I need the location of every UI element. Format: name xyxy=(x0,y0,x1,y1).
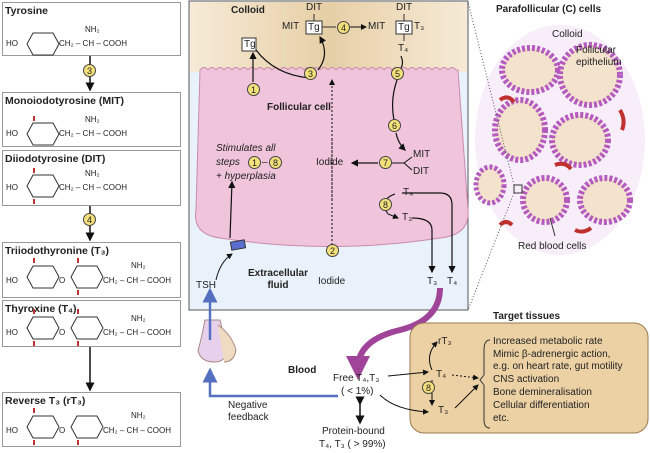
blood-label: Blood xyxy=(288,365,317,376)
compound-dit: Diiodotyrosine (DIT) HO NH₂ CH₂ – CH – C… xyxy=(2,150,181,206)
follicular-cell-label: Follicular cell xyxy=(267,102,331,113)
step-4-circle: 4 xyxy=(83,213,96,226)
step-5-circle: 5 xyxy=(391,67,404,80)
step-2-circle: 2 xyxy=(326,244,339,257)
negative-feedback-label: Negative feedback xyxy=(228,400,269,423)
extracellular-fluid-label: Extracellular fluid xyxy=(247,268,309,291)
compound-t3: Triiodothyronine (T₃) HO O NH₂ CH₂ – CH … xyxy=(2,242,181,298)
step-4-circle: 4 xyxy=(337,21,350,34)
compound-rt3: Reverse T₃ (rT₃) HO O NH₂ CH₂ – CH – COO… xyxy=(2,392,181,447)
step-3-circle: 3 xyxy=(304,67,317,80)
target-tissues-title: Target tissues xyxy=(493,311,561,322)
colloid-label: Colloid xyxy=(231,5,265,16)
colloid-region xyxy=(190,2,467,72)
step-8-circle: 8 xyxy=(379,198,392,211)
step-1-circle: 1 xyxy=(247,83,260,96)
benzene-ring-icon xyxy=(26,32,60,56)
target-tissues-box xyxy=(409,322,649,434)
tsh-receptor xyxy=(229,239,247,251)
benzene-ring-icon xyxy=(26,116,60,146)
step-8-circle: 8 xyxy=(422,381,435,394)
diphenyl-ether-ring-icon xyxy=(26,309,104,346)
compound-tyrosine: Tyrosine HO NH₂ CH₂ – CH – COOH xyxy=(2,2,181,56)
diphenyl-ether-ring-icon xyxy=(26,408,104,445)
step-7-circle: 7 xyxy=(379,156,392,169)
step-3-circle: 3 xyxy=(83,64,96,77)
benzene-ring-icon xyxy=(26,168,60,204)
parafollicular-cells-label: Parafollicular (C) cells xyxy=(496,4,602,15)
step-6-circle: 6 xyxy=(388,119,401,132)
histology-image xyxy=(467,1,645,311)
compound-t4: Thyroxine (T₄) HO O NH₂ CH₂ – CH – COOH xyxy=(2,300,181,347)
diphenyl-ether-ring-icon xyxy=(26,258,104,295)
hormone-release-arrow xyxy=(346,287,443,380)
tsh-label: TSH xyxy=(196,280,216,291)
compound-mit: Monoiodotyrosine (MIT) HO NH₂ CH₂ – CH –… xyxy=(2,92,181,147)
negative-feedback-arrow xyxy=(202,367,338,398)
